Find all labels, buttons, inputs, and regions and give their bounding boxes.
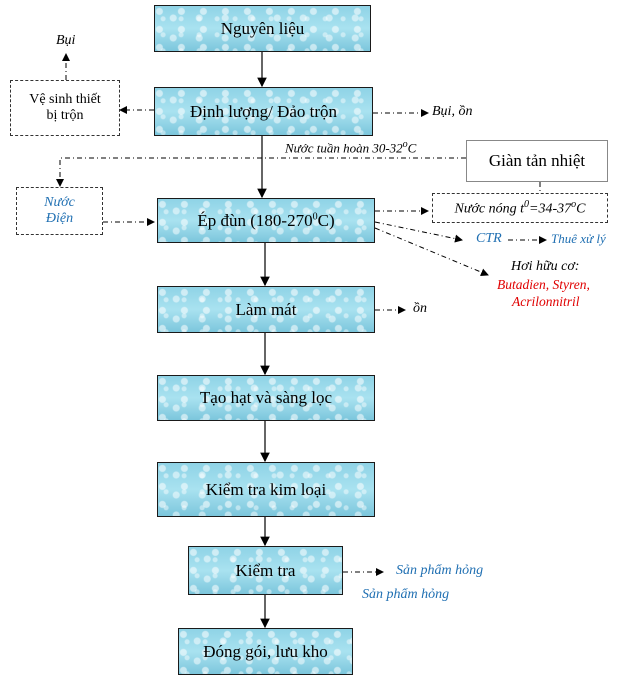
step-label: Tạo hạt và sàng lọc xyxy=(199,388,333,407)
hoi-huu-co-label: Hơi hữu cơ: xyxy=(511,259,580,274)
step-label: Ép đùn (180-2700C) xyxy=(197,210,335,230)
san-pham-hong-label-2: Sản phẩm hỏng xyxy=(362,587,450,602)
nuoc-tuan-hoan-label: Nước tuần hoàn 30-32oC xyxy=(285,139,417,156)
bui-on-label: Bụi, ồn xyxy=(432,104,473,119)
nuoc-dien-box: Nước Điện xyxy=(16,187,103,235)
nuoc-label: Nước xyxy=(44,195,75,210)
gian-tan-nhiet-label: Giàn tản nhiệt xyxy=(488,151,586,170)
ve-sinh-box: Vệ sinh thiết bị trộn xyxy=(10,80,120,136)
step-label: Kiểm tra xyxy=(235,560,296,580)
nuoc-nong-box: Nước nóng t0=34-37oC xyxy=(432,193,608,223)
step-tao-hat: Tạo hạt và sàng lọc xyxy=(157,375,375,421)
thue-xu-ly-label: Thuê xử lý xyxy=(551,231,606,246)
step-label: Định lượng/ Đảo trộn xyxy=(189,101,338,121)
nuoc-nong-label: Nước nóng t0=34-37oC xyxy=(454,198,586,217)
step-kiem-tra-kim-loai: Kiểm tra kim loại xyxy=(157,462,375,517)
step-label: Nguyên liệu xyxy=(220,18,305,38)
step-label: Kiểm tra kim loại xyxy=(205,479,327,499)
dien-label: Điện xyxy=(45,211,74,226)
step-label: Làm mát xyxy=(235,299,297,319)
butadien-styren-label: Butadien, Styren, xyxy=(497,277,590,292)
acrilonnitril-label: Acrilonnitril xyxy=(512,294,580,309)
step-kiem-tra: Kiểm tra xyxy=(188,546,343,595)
ve-sinh-line-2: bị trộn xyxy=(46,108,84,123)
step-dong-goi: Đóng gói, lưu kho xyxy=(178,628,353,675)
ve-sinh-line-1: Vệ sinh thiết xyxy=(29,92,101,107)
san-pham-hong-label-1: Sản phẩm hỏng xyxy=(396,563,484,578)
gian-tan-nhiet-box: Giàn tản nhiệt xyxy=(466,140,608,182)
step-dinh-luong: Định lượng/ Đảo trộn xyxy=(154,87,373,136)
step-nguyen-lieu: Nguyên liệu xyxy=(154,5,371,52)
step-ep-dun: Ép đùn (180-2700C) xyxy=(157,198,375,243)
step-label: Đóng gói, lưu kho xyxy=(203,641,328,661)
step-lam-mat: Làm mát xyxy=(157,286,375,333)
bui-top-label: Bụi xyxy=(56,33,76,48)
ctr-label: CTR xyxy=(476,231,502,246)
on-label: ồn xyxy=(413,301,427,316)
